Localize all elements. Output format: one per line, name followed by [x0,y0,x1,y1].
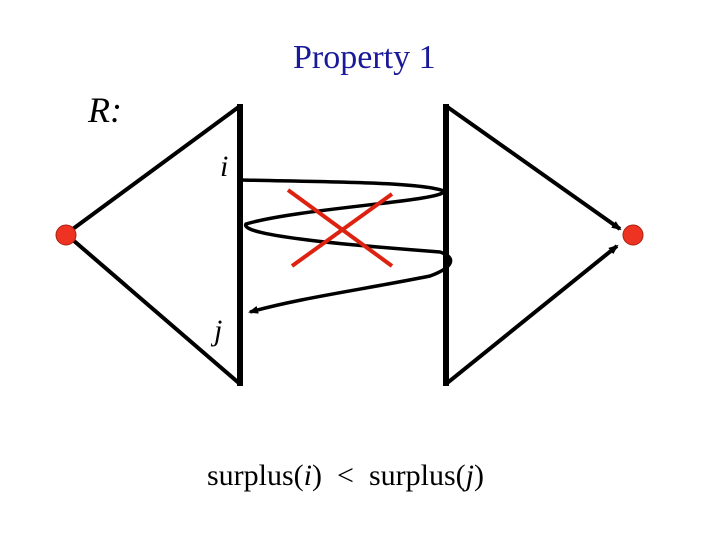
sink-upper-edge [444,104,622,231]
formula-right-close: ) [473,459,484,492]
sink-node [622,224,644,246]
graph-label: R: [88,90,122,130]
node-label-j: j [214,314,223,347]
sink-lower-edge [444,244,619,386]
cross-mark-stroke-2 [290,192,394,268]
formula-left-var: i [303,459,313,492]
path-i-to-j [241,178,453,314]
surplus-inequality: surplus(i) < surplus(j) [207,456,484,496]
source-lower-edge [64,232,242,386]
cross-mark-stroke-1 [286,188,394,268]
formula-right-fn: surplus( [368,459,466,492]
formula-left-fn: surplus( [207,459,304,492]
slide-title: Property 1 [293,39,436,76]
formula-left-close: ) [312,459,323,492]
node-label-i: i [220,150,229,183]
source-node [55,224,77,246]
source-upper-edge [64,104,242,236]
formula-operator: < [337,459,354,492]
formula-right-var: j [465,459,474,492]
